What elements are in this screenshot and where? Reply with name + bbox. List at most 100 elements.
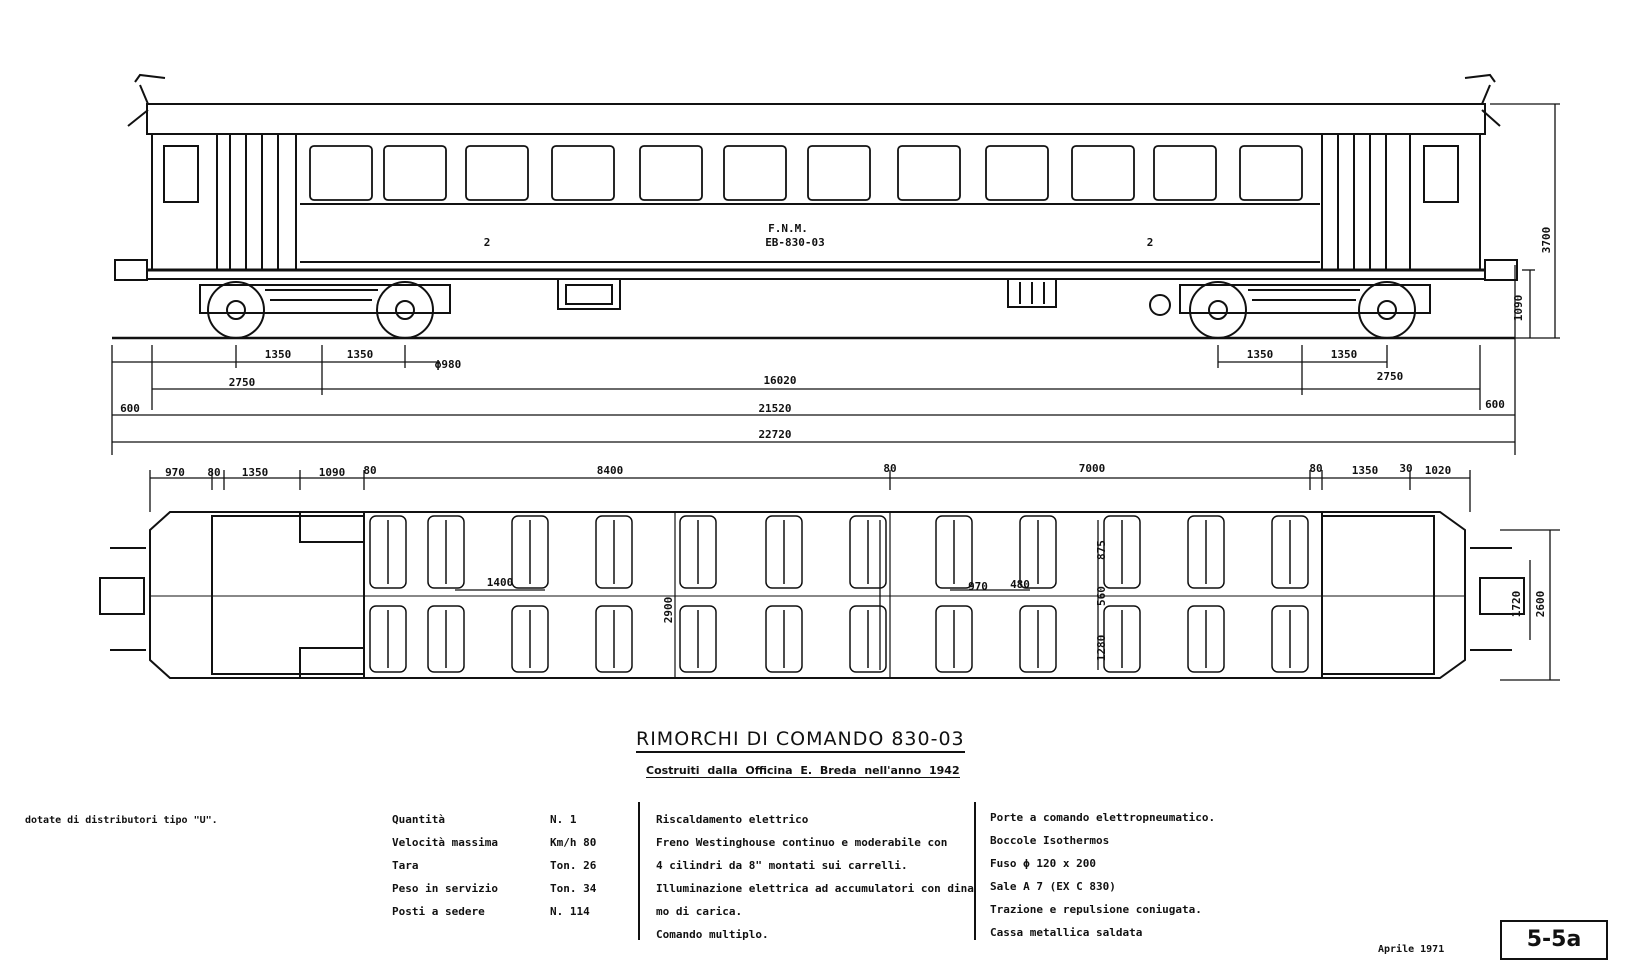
dim-label: 1020 [1425, 464, 1452, 477]
dim-label: 480 [1010, 578, 1030, 591]
class-left: 2 [484, 236, 491, 249]
column-divider [974, 802, 976, 940]
feature-line: Porte a comando elettropneumatico. [990, 811, 1216, 824]
bogie-left [199, 281, 451, 339]
seat [765, 605, 803, 673]
seat [1019, 515, 1057, 589]
spec-label: Tara [392, 859, 419, 872]
dim-label: 16020 [763, 374, 796, 387]
side-dimension-labels: 1350 1350 ϕ980 1350 1350 2750 16020 2750… [120, 227, 1553, 441]
dim-label: 1280 [1095, 635, 1108, 662]
note-left: dotate di distributori tipo "U". [25, 815, 218, 826]
dim-label: 875 [1095, 540, 1108, 560]
spec-value: Km/h 80 [550, 836, 597, 849]
dim-label: 1400 [487, 576, 514, 589]
spec-values: N. 1 Km/h 80 Ton. 26 Ton. 34 N. 114 [550, 808, 596, 923]
side-window [1153, 145, 1217, 201]
spec-value: Ton. 34 [550, 882, 597, 895]
dim-label: 1720 [1510, 591, 1523, 618]
sheet-number: 5-5a [1500, 920, 1608, 960]
dim-label: 560 [1095, 586, 1108, 606]
seat [511, 605, 549, 673]
feature-line: Riscaldamento elettrico [656, 813, 809, 826]
dim-label: 2750 [229, 376, 256, 389]
side-window [551, 145, 615, 201]
dim-label: 21520 [758, 402, 791, 415]
car-marking: F.N.M. EB-830-03 2 2 [484, 222, 1154, 249]
dim-label: 80 [363, 464, 376, 477]
seat [935, 605, 973, 673]
dim-label: 1350 [1352, 464, 1379, 477]
seat [1187, 605, 1225, 673]
dim-label: 1090 [1512, 295, 1525, 322]
spec-label: Peso in servizio [392, 882, 498, 895]
features-col2: Riscaldamento elettrico Freno Westinghou… [656, 808, 974, 946]
dim-label: 1350 [265, 348, 292, 361]
spec-label: Quantità [392, 813, 445, 826]
seat [849, 515, 887, 589]
plan-view [99, 511, 1525, 679]
seat [1271, 515, 1309, 589]
dim-label: 2900 [662, 597, 675, 624]
dim-label: 8400 [597, 464, 624, 477]
side-window [465, 145, 529, 201]
plan-dimension-lines [149, 470, 1560, 681]
seat [427, 515, 465, 589]
seat [1103, 605, 1141, 673]
dim-label: 80 [1309, 462, 1322, 475]
seat [1271, 605, 1309, 673]
spec-labels: Quantità Velocità massima Tara Peso in s… [392, 808, 498, 923]
feature-line: 4 cilindri da 8" montati sui carrelli. [656, 859, 908, 872]
dim-label: ϕ980 [435, 358, 462, 371]
side-window [1071, 145, 1135, 201]
dim-label: 1350 [1331, 348, 1358, 361]
side-window [807, 145, 871, 201]
features-col3: Porte a comando elettropneumatico. Bocco… [990, 806, 1215, 944]
seat [369, 605, 407, 673]
seat [511, 515, 549, 589]
plan-seats [369, 515, 1309, 673]
dim-label: 1350 [242, 466, 269, 479]
dim-label: 80 [207, 466, 220, 479]
side-window [639, 145, 703, 201]
feature-line: mo di carica. [656, 905, 743, 918]
dim-label: 970 [165, 466, 185, 479]
seat [369, 515, 407, 589]
dim-label: 2750 [1377, 370, 1404, 383]
feature-line: Boccole Isothermos [990, 834, 1110, 847]
feature-line: Illuminazione elettrica ad accumulatori … [656, 882, 974, 895]
dim-label: 2600 [1534, 591, 1547, 618]
seat [1019, 605, 1057, 673]
dim-label: 1350 [1247, 348, 1274, 361]
feature-line: Comando multiplo. [656, 928, 769, 941]
dim-label: 970 [968, 580, 988, 593]
seat [765, 515, 803, 589]
dim-label: 7000 [1079, 462, 1106, 475]
spec-value: N. 114 [550, 905, 590, 918]
feature-line: Freno Westinghouse continuo e moderabile… [656, 836, 948, 849]
column-divider [638, 802, 640, 940]
seat [427, 605, 465, 673]
spec-label: Velocità massima [392, 836, 498, 849]
spec-label: Posti a sedere [392, 905, 485, 918]
side-window [723, 145, 787, 201]
seat [595, 605, 633, 673]
side-window [309, 145, 373, 201]
side-dimension-lines [111, 103, 1560, 455]
marking-line2: EB-830-03 [765, 236, 825, 249]
seat [1103, 515, 1141, 589]
dim-label: 1350 [347, 348, 374, 361]
seat [679, 515, 717, 589]
drawing-date: Aprile 1971 [1378, 944, 1445, 955]
drawing-title: RIMORCHI DI COMANDO 830-03 [636, 728, 965, 753]
marking-line1: F.N.M. [768, 222, 808, 235]
dim-label: 600 [120, 402, 140, 415]
side-window [985, 145, 1049, 201]
bogie-right [1149, 281, 1431, 339]
dim-label: 1090 [319, 466, 346, 479]
seat [679, 605, 717, 673]
feature-line: Fuso ϕ 120 x 200 [990, 857, 1096, 870]
dim-label: 30 [1399, 462, 1412, 475]
seat [935, 515, 973, 589]
seat [595, 515, 633, 589]
